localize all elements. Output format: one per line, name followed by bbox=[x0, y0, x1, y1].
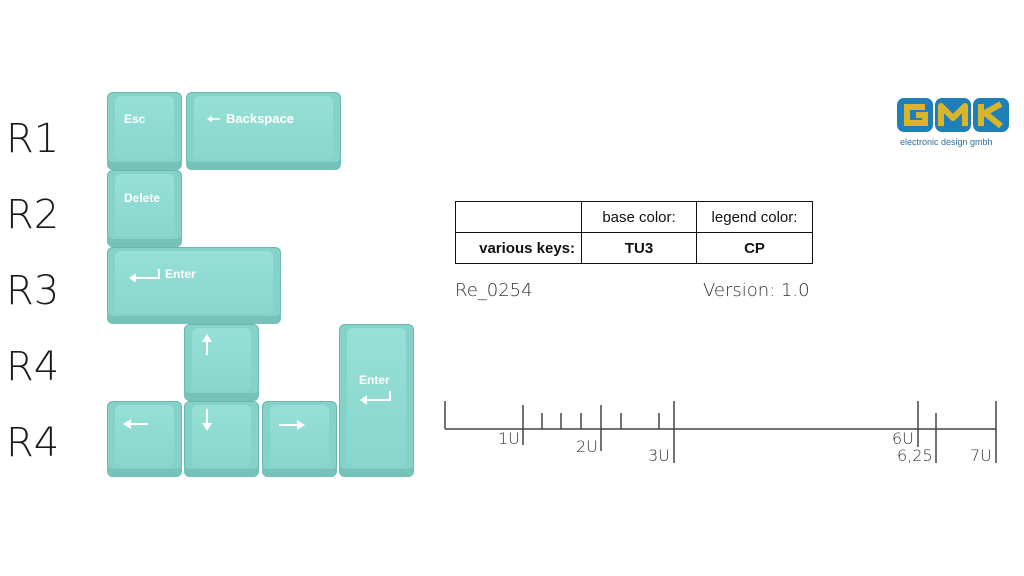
legend-color-value: CP bbox=[696, 232, 813, 264]
arrow-right-key bbox=[262, 401, 337, 477]
arrow-down-key bbox=[184, 401, 259, 477]
row-label-r1: R1 bbox=[6, 116, 60, 162]
base-color-header: base color: bbox=[581, 201, 697, 233]
delete-key-legend: Delete bbox=[124, 191, 161, 205]
ruler-label-6-25: 6,25 bbox=[897, 446, 933, 465]
enter-wide-key-legend: Enter bbox=[165, 267, 196, 281]
row-label-r3: R3 bbox=[6, 268, 60, 314]
ruler-label-7u: 7U bbox=[970, 446, 992, 465]
ruler-label-6u: 6U bbox=[892, 429, 914, 448]
esc-key: Esc bbox=[107, 92, 182, 170]
ruler-label-1u: 1U bbox=[498, 429, 520, 448]
gmk-subtitle: electronic design gmbh bbox=[900, 137, 993, 147]
arrow-down-icon bbox=[202, 409, 212, 431]
various-keys-label: various keys: bbox=[455, 232, 582, 264]
esc-key-legend: Esc bbox=[124, 112, 146, 126]
row-label-r2: R2 bbox=[6, 192, 60, 238]
arrow-up-key bbox=[184, 324, 259, 401]
version-text: Version: 1.0 bbox=[703, 280, 810, 301]
legend-color-header: legend color: bbox=[696, 201, 813, 233]
ruler-label-3u: 3U bbox=[648, 446, 670, 465]
arrow-left-key bbox=[107, 401, 182, 477]
spec-table: base color: legend color: various keys: … bbox=[455, 201, 813, 264]
delete-key: Delete bbox=[107, 170, 182, 247]
backspace-key-legend: Backspace bbox=[226, 111, 294, 126]
product-code: Re_0254 bbox=[455, 280, 533, 301]
base-color-value: TU3 bbox=[581, 232, 697, 264]
row-label-r4-upper: R4 bbox=[6, 344, 60, 390]
arrow-right-icon bbox=[279, 420, 305, 430]
enter-wide-key: Enter bbox=[107, 247, 281, 324]
arrow-left-icon bbox=[207, 115, 220, 123]
gmk-logo bbox=[897, 98, 1009, 132]
enter-arrow-icon bbox=[360, 391, 391, 405]
ruler-label-2u: 2U bbox=[576, 437, 598, 456]
backspace-key: Backspace bbox=[186, 92, 341, 170]
enter-arrow-icon bbox=[129, 269, 160, 282]
row-label-r4-lower: R4 bbox=[6, 420, 60, 466]
arrow-up-icon bbox=[202, 334, 212, 355]
enter-tall-key: Enter bbox=[339, 324, 414, 477]
spec-table-empty-cell bbox=[455, 201, 582, 233]
unit-ruler bbox=[444, 401, 997, 463]
arrow-left-icon bbox=[123, 419, 148, 429]
enter-tall-key-legend: Enter bbox=[359, 373, 390, 387]
